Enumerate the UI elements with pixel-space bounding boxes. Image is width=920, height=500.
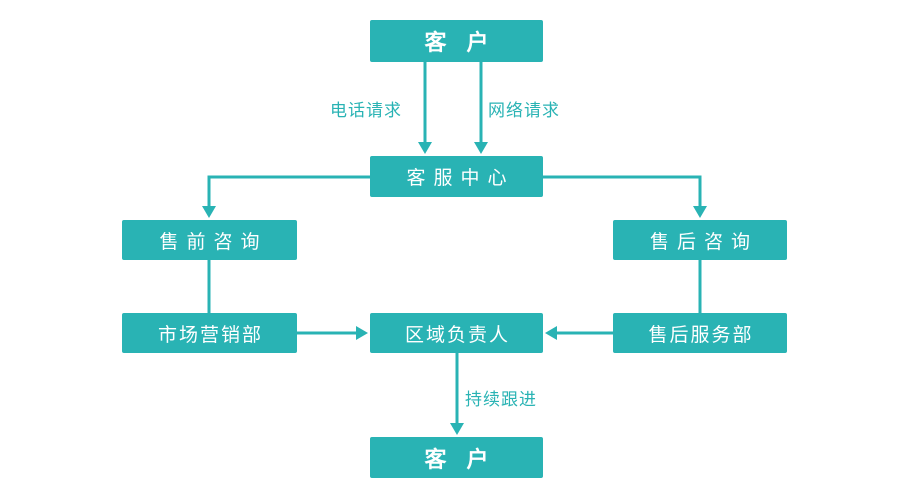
- node-aftersales: 售后咨询: [613, 220, 787, 260]
- node-presales-label: 售前咨询: [159, 231, 268, 253]
- edge-label-phone-request: 电话请求: [330, 101, 402, 120]
- arrowhead-down-icon: [450, 423, 464, 435]
- arrowhead-down-icon: [202, 206, 216, 218]
- node-aftersales-label: 售后咨询: [649, 231, 758, 253]
- edge-to-aftersales-line: [543, 175, 702, 208]
- node-customer-bottom-label: 客 户: [424, 446, 496, 472]
- edge-label-web-request: 网络请求: [488, 101, 560, 120]
- node-regional-manager: 区域负责人: [370, 313, 543, 353]
- node-aftersales-service-label: 售后服务部: [648, 324, 754, 346]
- arrowhead-down-icon: [693, 206, 707, 218]
- arrowhead-down-icon: [418, 142, 432, 154]
- node-customer-top: 客 户: [370, 20, 543, 62]
- node-marketing-label: 市场营销部: [157, 324, 263, 346]
- node-marketing: 市场营销部: [122, 313, 297, 353]
- node-presales: 售前咨询: [122, 220, 297, 260]
- node-service-center-label: 客服中心: [406, 168, 515, 189]
- arrowhead-right-icon: [356, 326, 368, 340]
- edge-to-presales-line: [207, 175, 370, 208]
- arrowhead-down-icon: [474, 142, 488, 154]
- arrowhead-left-icon: [545, 326, 557, 340]
- node-aftersales-service: 售后服务部: [613, 313, 787, 353]
- node-regional-manager-label: 区域负责人: [404, 324, 510, 346]
- edge-label-follow-up: 持续跟进: [465, 390, 537, 409]
- node-service-center: 客服中心: [370, 156, 543, 197]
- node-customer-top-label: 客 户: [424, 30, 496, 55]
- node-customer-bottom: 客 户: [370, 437, 543, 478]
